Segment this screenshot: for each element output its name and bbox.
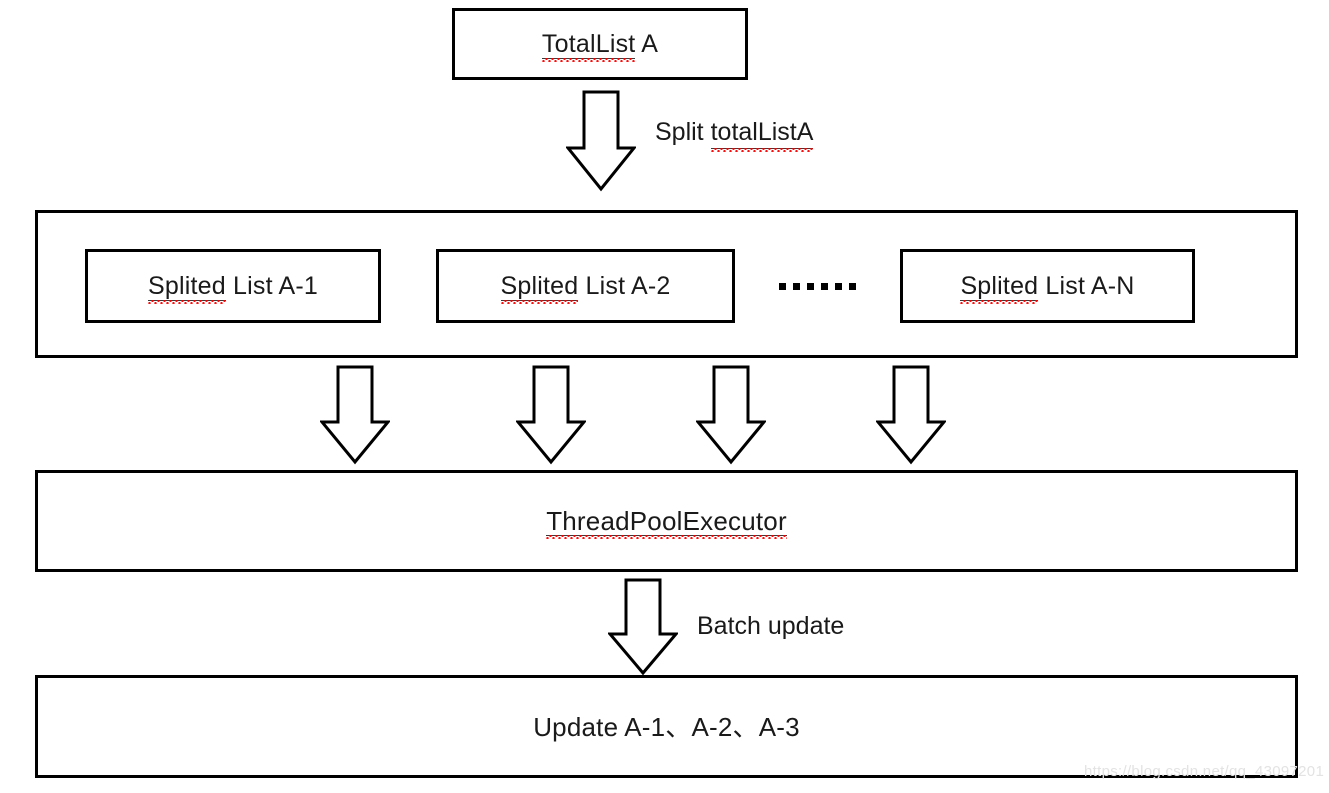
- node-total-list[interactable]: TotalList A: [452, 8, 748, 80]
- watermark: https://blog.csdn.net/qq_43097201: [1084, 763, 1325, 780]
- node-splited-list-a-1-label: Splited List A-1: [148, 271, 318, 304]
- split-arrow-label-plain: Split: [655, 118, 711, 146]
- node-splited-list-a-1-label-rest: List A-1: [225, 271, 318, 300]
- node-splited-list-a-2[interactable]: Splited List A-2: [436, 249, 735, 323]
- ellipsis-dot: [821, 283, 828, 290]
- down-block-arrow-icon-split: [566, 90, 636, 192]
- node-splited-list-a-2-label: Splited List A-2: [500, 271, 671, 304]
- spellcheck-word: Splited: [148, 271, 226, 304]
- ellipsis-dot: [835, 283, 842, 290]
- node-total-list-label: TotalList A: [541, 29, 659, 62]
- ellipsis-dot: [793, 283, 800, 290]
- ellipsis-dot: [807, 283, 814, 290]
- spellcheck-word: ThreadPoolExecutor: [546, 506, 787, 539]
- split-arrow-label: Split totalListA: [655, 118, 814, 152]
- node-splited-list-a-n-label: Splited List A-N: [960, 271, 1135, 304]
- down-block-arrow-icon-worker-2: [516, 365, 586, 465]
- node-splited-list-a-n[interactable]: Splited List A-N: [900, 249, 1195, 323]
- batch-update-arrow-label: Batch update: [697, 612, 845, 640]
- ellipsis-indicator: [779, 283, 856, 290]
- ellipsis-dot: [779, 283, 786, 290]
- node-update-result[interactable]: Update A-1、A-2、A-3: [35, 675, 1298, 778]
- node-thread-pool-executor[interactable]: ThreadPoolExecutor: [35, 470, 1298, 572]
- down-block-arrow-icon-worker-3: [696, 365, 766, 465]
- spellcheck-word: totalListA: [710, 118, 814, 152]
- node-splited-list-a-1[interactable]: Splited List A-1: [85, 249, 381, 323]
- node-splited-list-a-2-label-rest: List A-2: [578, 271, 671, 300]
- node-splited-list-a-n-label-rest: List A-N: [1038, 271, 1135, 300]
- spellcheck-word: Splited: [500, 271, 579, 304]
- down-block-arrow-icon-batch-update: [608, 578, 678, 676]
- down-block-arrow-icon-worker-1: [320, 365, 390, 465]
- node-update-result-label: Update A-1、A-2、A-3: [533, 711, 800, 742]
- spellcheck-word: TotalList: [541, 29, 636, 62]
- spellcheck-word: Splited: [960, 271, 1039, 304]
- ellipsis-dot: [849, 283, 856, 290]
- node-thread-pool-executor-label: ThreadPoolExecutor: [546, 506, 787, 539]
- down-block-arrow-icon-worker-4: [876, 365, 946, 465]
- node-total-list-label-rest: A: [635, 29, 659, 58]
